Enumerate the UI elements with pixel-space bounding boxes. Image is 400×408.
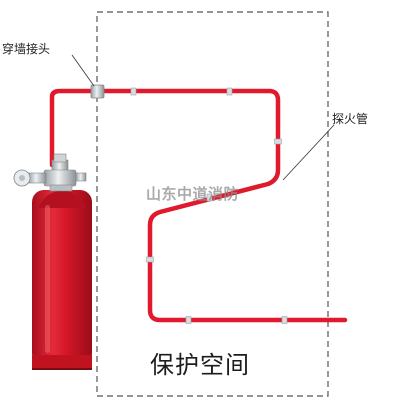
tube-clip bbox=[146, 256, 154, 263]
detector-tube-label: 探火管 bbox=[332, 112, 369, 126]
fire-extinguisher-cylinder-icon bbox=[32, 190, 92, 370]
watermark-text: 山东中道消防 bbox=[146, 185, 240, 203]
tube-clip bbox=[226, 87, 233, 96]
tube-clip bbox=[281, 316, 288, 324]
tube-clip bbox=[206, 193, 213, 202]
valve-icon bbox=[13, 153, 87, 192]
tube-clip bbox=[185, 316, 192, 324]
wall-joint-leader-line bbox=[71, 54, 95, 87]
wall-penetration-joint bbox=[90, 84, 105, 99]
protected-space-boundary bbox=[96, 11, 329, 397]
tube-clip bbox=[130, 87, 137, 96]
wall-joint-label: 穿墙接头 bbox=[2, 42, 51, 56]
detector-tube-leader-line bbox=[282, 124, 335, 181]
tube-clip bbox=[274, 138, 282, 145]
detector-tube bbox=[49, 88, 348, 323]
protected-space-label: 保护空间 bbox=[150, 351, 250, 379]
